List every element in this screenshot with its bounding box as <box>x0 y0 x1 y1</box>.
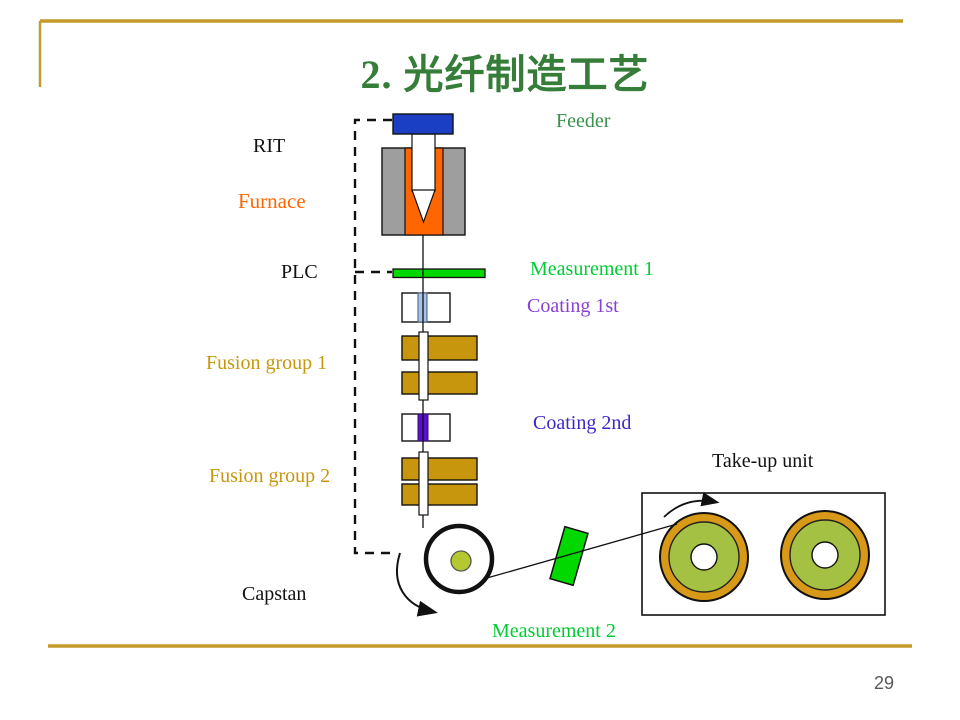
page-number: 29 <box>874 673 895 693</box>
feeder-block <box>392 113 454 135</box>
label-measurement-1: Measurement 1 <box>530 258 654 280</box>
label-take-up-unit: Take-up unit <box>712 450 814 472</box>
label-fusion-group-1: Fusion group 1 <box>206 352 328 374</box>
label-coating-2nd: Coating 2nd <box>533 412 632 434</box>
plc-dashed-line <box>353 118 392 555</box>
capstan-wheel <box>396 523 495 617</box>
label-plc: PLC <box>281 261 318 283</box>
measurement1-sensor-bar <box>392 268 486 279</box>
slide-border-lines <box>38 19 912 648</box>
spool-rotation-arrow-icon <box>663 492 720 518</box>
takeup-unit <box>641 492 886 616</box>
furnace-assembly <box>381 113 466 236</box>
measurement2-sensor-bar <box>549 525 589 587</box>
preform-neck <box>411 189 436 224</box>
label-coating-1st: Coating 1st <box>527 295 619 317</box>
coating2-applicator <box>401 413 451 442</box>
preform-rod <box>411 133 436 192</box>
label-furnace: Furnace <box>238 189 306 213</box>
takeup-spool-1 <box>659 512 749 602</box>
label-fusion-group-2: Fusion group 2 <box>209 465 331 487</box>
label-rit: RIT <box>253 135 286 157</box>
coating1-applicator <box>401 292 451 323</box>
capstan-rotation-arrow-icon <box>396 552 438 617</box>
capstan-hub <box>450 550 472 572</box>
fusion-group1-ovens <box>401 331 478 401</box>
slide-title: 2. 光纤制造工艺 <box>360 52 650 97</box>
fiber-line-to-takeup <box>486 523 678 579</box>
label-feeder: Feeder <box>556 110 611 132</box>
takeup-spool-2 <box>780 510 870 600</box>
fusion-group2-ovens <box>401 451 478 516</box>
label-measurement-2: Measurement 2 <box>492 620 616 642</box>
label-capstan: Capstan <box>242 583 307 605</box>
